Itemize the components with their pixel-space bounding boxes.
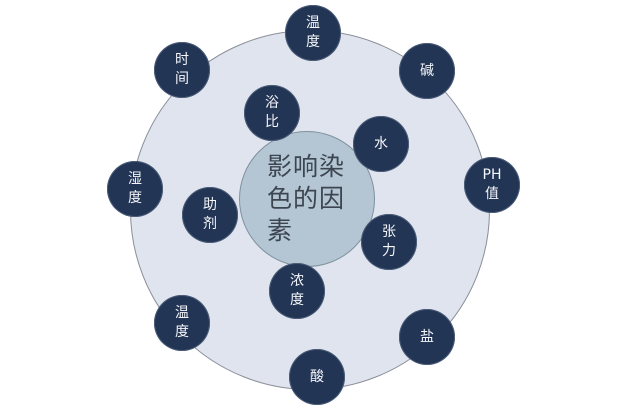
node-water[interactable]: 水 <box>353 116 409 172</box>
node-time[interactable]: 时间 <box>154 42 210 98</box>
node-label: 酸 <box>310 368 324 385</box>
node-label: 碱 <box>420 62 434 79</box>
node-label: 湿度 <box>128 171 142 206</box>
node-alkali[interactable]: 碱 <box>399 43 455 99</box>
node-temperature-bottom[interactable]: 温度 <box>154 295 210 351</box>
node-label: 水 <box>374 135 388 152</box>
node-temperature-top[interactable]: 温度 <box>285 5 341 61</box>
node-label: 温度 <box>175 305 189 340</box>
node-auxiliary[interactable]: 助剂 <box>182 187 238 243</box>
node-ph-value[interactable]: PH值 <box>464 157 520 213</box>
node-label: 时间 <box>175 52 189 87</box>
node-label: 张力 <box>382 224 396 259</box>
node-humidity[interactable]: 湿度 <box>107 161 163 217</box>
node-label: 温度 <box>306 15 320 50</box>
node-liquor-ratio[interactable]: 浴比 <box>244 85 300 141</box>
center-circle: 影响染色的因素 <box>239 131 375 267</box>
node-label: 浴比 <box>265 95 279 130</box>
node-tension[interactable]: 张力 <box>361 214 417 270</box>
center-title: 影响染色的因素 <box>267 152 346 245</box>
node-concentration[interactable]: 浓度 <box>269 263 325 319</box>
node-acid[interactable]: 酸 <box>289 349 345 405</box>
node-salt[interactable]: 盐 <box>399 309 455 365</box>
node-label: PH值 <box>482 167 502 202</box>
node-label: 浓度 <box>290 273 304 308</box>
node-label: 助剂 <box>203 197 217 232</box>
node-label: 盐 <box>420 328 434 345</box>
